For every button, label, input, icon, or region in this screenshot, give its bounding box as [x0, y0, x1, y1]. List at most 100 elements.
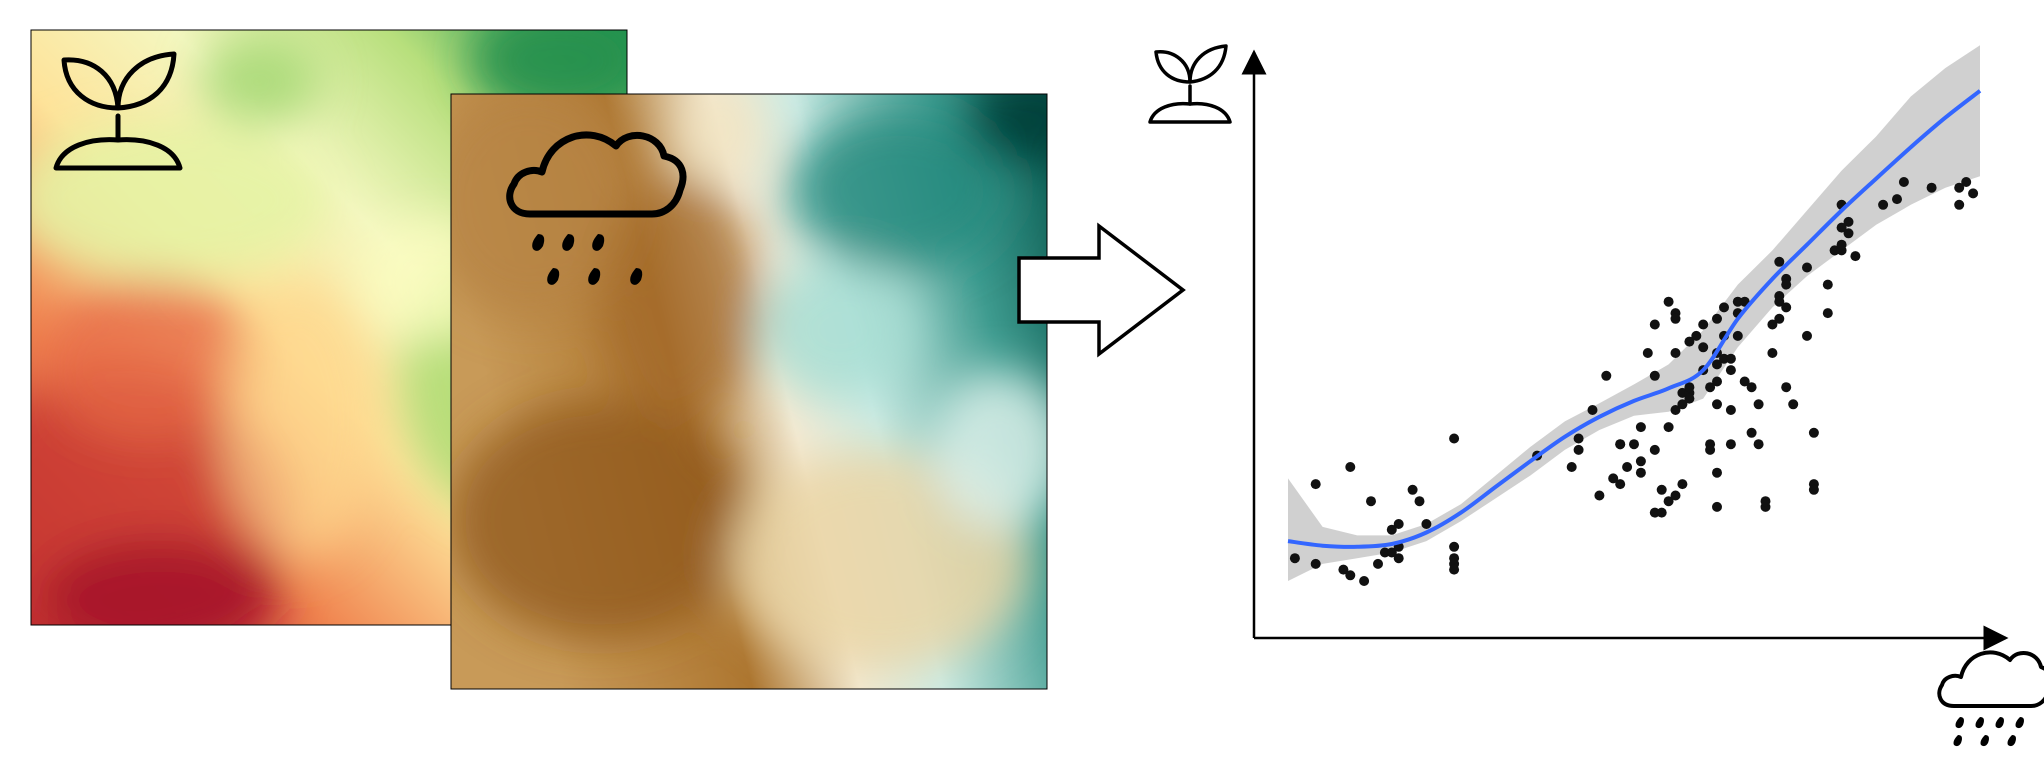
data-point: [1926, 182, 1937, 193]
data-point: [1615, 479, 1626, 490]
data-point: [1760, 496, 1771, 507]
data-point: [1767, 319, 1778, 330]
data-point: [1566, 462, 1577, 472]
data-point: [1449, 433, 1460, 444]
data-point: [1961, 177, 1972, 187]
data-point: [1712, 313, 1722, 324]
data-point: [1712, 399, 1722, 410]
data-point: [1705, 444, 1716, 455]
data-point: [1649, 507, 1660, 518]
data-point: [1712, 376, 1722, 387]
data-point: [1712, 359, 1722, 370]
data-point: [1670, 490, 1681, 501]
data-point: [1836, 239, 1847, 250]
data-point: [1753, 439, 1764, 450]
data-point: [1359, 576, 1370, 586]
data-point: [1615, 439, 1626, 450]
data-point: [1808, 484, 1819, 495]
data-point: [1725, 353, 1736, 364]
right-arrow-icon: [1017, 222, 1186, 358]
data-point: [1656, 484, 1667, 495]
data-points: [1289, 177, 1979, 586]
data-point: [1449, 553, 1460, 564]
data-point: [1594, 490, 1605, 501]
data-point: [1414, 496, 1425, 507]
data-point: [1719, 302, 1729, 313]
data-point: [1649, 319, 1660, 330]
data-point: [1732, 330, 1743, 341]
data-point: [1635, 456, 1646, 467]
data-point: [1573, 444, 1584, 455]
data-point: [1684, 382, 1695, 393]
data-point: [1345, 462, 1356, 472]
data-point: [1802, 330, 1812, 341]
data-point: [1684, 336, 1695, 347]
data-point: [1892, 194, 1902, 205]
precipitation-map: [450, 93, 1048, 690]
data-point: [1898, 177, 1909, 187]
data-point: [1725, 405, 1736, 415]
scatter-plot: [1148, 44, 2044, 747]
data-point: [1878, 199, 1889, 210]
data-point: [1379, 547, 1390, 558]
plant-icon: [53, 51, 183, 171]
data-point: [1843, 216, 1854, 227]
data-point: [1712, 467, 1722, 478]
rain-cloud-icon: [506, 131, 687, 285]
data-point: [1649, 370, 1660, 381]
data-point: [1649, 444, 1660, 455]
confidence-band: [1288, 45, 1980, 581]
data-point: [1449, 541, 1460, 552]
data-point: [1642, 348, 1653, 358]
data-point: [1310, 558, 1321, 569]
data-point: [1954, 182, 1965, 193]
data-point: [1802, 262, 1812, 273]
data-point: [1393, 519, 1404, 529]
data-point: [1691, 330, 1702, 341]
data-point: [1635, 422, 1646, 433]
data-point: [1310, 479, 1321, 490]
data-point: [1822, 308, 1833, 319]
data-point: [1663, 496, 1674, 507]
data-point: [1788, 399, 1799, 410]
data-point: [1725, 439, 1736, 450]
data-point: [1968, 188, 1979, 199]
data-point: [1684, 393, 1695, 404]
data-point: [1601, 370, 1612, 381]
data-point: [1705, 382, 1716, 393]
data-point: [1587, 405, 1598, 415]
data-point: [1781, 382, 1792, 393]
data-point: [1739, 376, 1750, 387]
data-point: [1393, 553, 1404, 564]
data-point: [1345, 570, 1356, 581]
data-point: [1386, 547, 1397, 558]
data-point: [1338, 564, 1349, 575]
data-point: [1781, 302, 1792, 313]
data-point: [1622, 462, 1633, 472]
data-point: [1850, 251, 1861, 262]
data-point: [1725, 365, 1736, 376]
data-point: [1719, 353, 1729, 364]
data-point: [1635, 467, 1646, 478]
data-point: [1449, 564, 1460, 575]
data-point: [1843, 228, 1854, 239]
data-point: [1629, 439, 1639, 450]
data-point: [1656, 507, 1667, 518]
data-point: [1386, 524, 1397, 535]
data-point: [1767, 348, 1778, 358]
data-point: [1677, 399, 1688, 410]
data-point: [1698, 342, 1709, 353]
data-point: [1670, 405, 1681, 415]
data-point: [1677, 387, 1688, 398]
data-point: [1698, 319, 1709, 330]
data-point: [1608, 473, 1619, 484]
data-point: [1829, 245, 1840, 256]
data-point: [1670, 348, 1681, 358]
data-point: [1289, 553, 1300, 564]
data-point: [1407, 484, 1418, 495]
data-point: [1712, 501, 1722, 512]
rain-cloud-icon: [1937, 650, 2044, 747]
data-point: [1573, 433, 1584, 444]
data-point: [1421, 519, 1432, 529]
